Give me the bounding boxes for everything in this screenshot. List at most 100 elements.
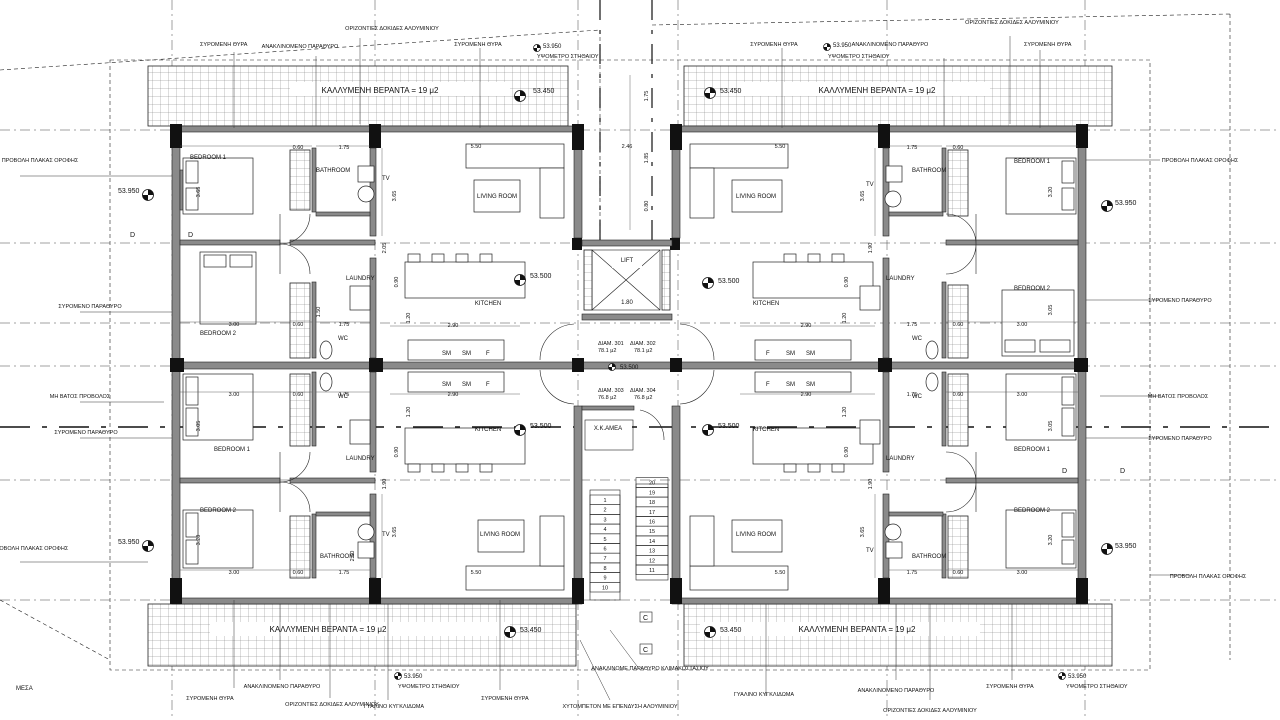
svg-text:0.60: 0.60 xyxy=(293,570,304,576)
stair-number: 19 xyxy=(649,490,655,496)
svg-text:ΚΑΛΛΥΜΕΝΗ ΒΕΡΑΝΤΑ = 19 μ2: ΚΑΛΛΥΜΕΝΗ ΒΕΡΑΝΤΑ = 19 μ2 xyxy=(819,86,936,95)
dimension-texts: 0.60 1.75 3.00 0.60 1.75 2.90 2.90 3.00 … xyxy=(196,91,1054,576)
svg-text:1.20: 1.20 xyxy=(842,313,848,324)
svg-text:0.80: 0.80 xyxy=(644,201,650,212)
circulation-core: LIFT 1.80 Χ.Κ.ΑΜΕΑ xyxy=(581,239,673,601)
svg-text:2.90: 2.90 xyxy=(448,392,459,398)
svg-text:53.500: 53.500 xyxy=(530,423,552,430)
svg-text:3.20: 3.20 xyxy=(196,535,202,546)
veranda-bottom-right: 53.450 ΚΑΛΛΥΜΕΝΗ ΒΕΡΑΝΤΑ = 19 μ2 xyxy=(683,603,1113,667)
svg-text:ΑΝΑΚΛΙΝΟΜΕΝΟ ΠΑΡΑΘΥΡΟ: ΑΝΑΚΛΙΝΟΜΕΝΟ ΠΑΡΑΘΥΡΟ xyxy=(262,44,339,50)
laundry-label: LAUNDRY xyxy=(346,456,375,462)
veranda-top-right: 53.450 ΚΑΛΛΥΜΕΝΗ ΒΕΡΑΝΤΑ = 19 μ2 xyxy=(683,65,1113,127)
svg-text:3.20: 3.20 xyxy=(1048,187,1054,198)
svg-text:ΣΥΡΟΜΕΝΟ ΠΑΡΑΘΥΡΟ: ΣΥΡΟΜΕΝΟ ΠΑΡΑΘΥΡΟ xyxy=(1148,436,1212,442)
svg-text:ΜΕΣΑ: ΜΕΣΑ xyxy=(16,686,33,692)
svg-text:78.1 μ2: 78.1 μ2 xyxy=(634,348,652,354)
svg-text:1.20: 1.20 xyxy=(842,407,848,418)
svg-text:TV: TV xyxy=(866,182,874,188)
beds xyxy=(182,157,1077,569)
svg-text:3.00: 3.00 xyxy=(1017,570,1028,576)
svg-text:1.75: 1.75 xyxy=(339,392,350,398)
svg-text:F: F xyxy=(486,351,490,357)
svg-text:53.950: 53.950 xyxy=(833,43,852,49)
svg-text:SM: SM xyxy=(806,351,815,357)
living-label: LIVING ROOM xyxy=(736,194,776,200)
apartment-302: ΔΙΑΜ. 302 xyxy=(630,341,656,347)
svg-text:SM: SM xyxy=(786,382,795,388)
svg-text:3.65: 3.65 xyxy=(392,191,398,202)
svg-text:1.75: 1.75 xyxy=(644,91,650,102)
svg-text:F: F xyxy=(486,382,490,388)
svg-text:53.450: 53.450 xyxy=(520,627,542,634)
svg-text:3.00: 3.00 xyxy=(229,392,240,398)
svg-text:53.500: 53.500 xyxy=(718,278,740,285)
svg-text:2.90: 2.90 xyxy=(801,323,812,329)
kitchen-label: KITCHEN xyxy=(475,427,501,433)
svg-text:F: F xyxy=(766,351,770,357)
svg-text:1.75: 1.75 xyxy=(907,392,918,398)
svg-text:3.05: 3.05 xyxy=(196,421,202,432)
svg-text:53.950: 53.950 xyxy=(1115,543,1137,550)
door-swings xyxy=(279,213,977,513)
stair-number: 2 xyxy=(603,508,606,514)
svg-text:53.500: 53.500 xyxy=(620,365,639,371)
stair-step xyxy=(589,581,621,593)
bathroom-label: BATHROOM xyxy=(316,168,350,174)
svg-text:SM: SM xyxy=(462,382,471,388)
svg-text:0.60: 0.60 xyxy=(293,145,304,151)
svg-text:WC: WC xyxy=(338,394,349,400)
svg-text:ΚΑΛΛΥΜΕΝΗ ΒΕΡΑΝΤΑ = 19 μ2: ΚΑΛΛΥΜΕΝΗ ΒΕΡΑΝΤΑ = 19 μ2 xyxy=(799,625,916,634)
svg-text:ΣΥΡΟΜΕΝΗ ΘΥΡΑ: ΣΥΡΟΜΕΝΗ ΘΥΡΑ xyxy=(200,42,248,48)
svg-text:3.00: 3.00 xyxy=(1017,322,1028,328)
svg-text:5.50: 5.50 xyxy=(775,144,786,150)
svg-text:1.80: 1.80 xyxy=(621,300,633,306)
roof-projection-outline xyxy=(0,13,1231,671)
svg-text:0.60: 0.60 xyxy=(293,392,304,398)
svg-text:53.500: 53.500 xyxy=(718,423,740,430)
svg-text:ΧΥΤΟΜΠΕΤΟΝ ΜΕ ΕΠΕΝΔΥΣΗ ΑΛΟΥΜΙΝ: ΧΥΤΟΜΠΕΤΟΝ ΜΕ ΕΠΕΝΔΥΣΗ ΑΛΟΥΜΙΝΙΟΥ xyxy=(562,704,677,710)
svg-text:53.950: 53.950 xyxy=(404,674,423,680)
exterior-walls xyxy=(170,124,1088,605)
apartment-301: ΔΙΑΜ. 301 xyxy=(598,341,624,347)
living-label: LIVING ROOM xyxy=(477,194,517,200)
svg-text:1.75: 1.75 xyxy=(339,322,350,328)
svg-text:D: D xyxy=(1120,468,1125,475)
svg-text:SM: SM xyxy=(462,351,471,357)
lift-label: LIFT xyxy=(621,258,634,264)
svg-text:1.50: 1.50 xyxy=(316,307,322,318)
svg-text:76.8 μ2: 76.8 μ2 xyxy=(634,395,652,401)
svg-text:53.450: 53.450 xyxy=(720,627,742,634)
stair-number: 13 xyxy=(649,549,655,555)
svg-text:ΣΥΡΟΜΕΝΟ ΠΑΡΑΘΥΡΟ: ΣΥΡΟΜΕΝΟ ΠΑΡΑΘΥΡΟ xyxy=(58,304,122,310)
svg-text:1.90: 1.90 xyxy=(382,479,388,490)
svg-text:1.85: 1.85 xyxy=(644,153,650,164)
svg-text:53.950: 53.950 xyxy=(1115,200,1137,207)
svg-text:ΣΥΡΟΜΕΝΗ ΘΥΡΑ: ΣΥΡΟΜΕΝΗ ΘΥΡΑ xyxy=(750,42,798,48)
stair-number: 16 xyxy=(649,520,655,526)
svg-text:3.05: 3.05 xyxy=(1048,421,1054,432)
svg-text:0.90: 0.90 xyxy=(844,277,850,288)
bedroom2-label: BEDROOM 2 xyxy=(200,508,237,514)
svg-text:53.950: 53.950 xyxy=(543,44,562,50)
stair-number: 3 xyxy=(603,517,606,523)
svg-text:53.950: 53.950 xyxy=(118,188,140,195)
svg-text:WC: WC xyxy=(912,336,923,342)
svg-text:1.90: 1.90 xyxy=(868,243,874,254)
svg-text:1.20: 1.20 xyxy=(406,407,412,418)
svg-text:TV: TV xyxy=(866,548,874,554)
svg-text:ΣΥΡΟΜΕΝΗ ΘΥΡΑ: ΣΥΡΟΜΕΝΗ ΘΥΡΑ xyxy=(986,684,1034,690)
svg-text:TV: TV xyxy=(382,176,390,182)
svg-text:3.65: 3.65 xyxy=(860,527,866,538)
svg-text:2.46: 2.46 xyxy=(622,144,633,150)
dimension-lines xyxy=(180,75,1078,578)
svg-text:0.60: 0.60 xyxy=(953,322,964,328)
stair-number: 7 xyxy=(603,556,606,562)
stair-number: 4 xyxy=(603,527,606,533)
svg-text:ΑΝΑΚΛΙΝΟΜΕΝΟ ΠΑΡΑΘΥΡΟ: ΑΝΑΚΛΙΝΟΜΕΝΟ ΠΑΡΑΘΥΡΟ xyxy=(858,688,935,694)
svg-text:ΟΡΙΖΟΝΤΙΕΣ ΔΟΚΙΔΕΣ ΑΛΟΥΜΙΝΙΟΥ: ΟΡΙΖΟΝΤΙΕΣ ΔΟΚΙΔΕΣ ΑΛΟΥΜΙΝΙΟΥ xyxy=(285,702,379,708)
stair-number: 17 xyxy=(649,510,655,516)
svg-text:2.05: 2.05 xyxy=(382,243,388,254)
svg-text:1.75: 1.75 xyxy=(907,322,918,328)
svg-text:ΚΑΛΛΥΜΕΝΗ ΒΕΡΑΝΤΑ = 19 μ2: ΚΑΛΛΥΜΕΝΗ ΒΕΡΑΝΤΑ = 19 μ2 xyxy=(322,86,439,95)
